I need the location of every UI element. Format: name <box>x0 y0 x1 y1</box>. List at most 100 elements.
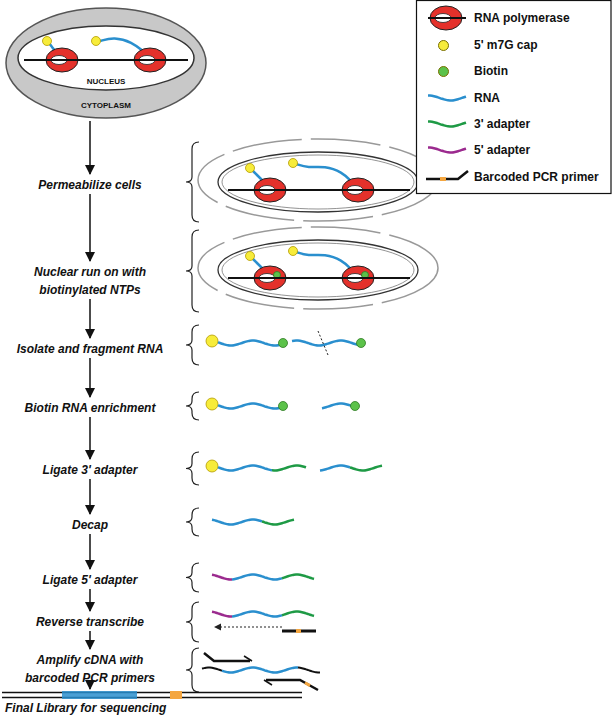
bracket <box>186 325 199 365</box>
legend-swatch <box>438 66 449 77</box>
nuclear-membrane <box>222 155 414 209</box>
flow-arrow <box>89 194 91 261</box>
step-label: Amplify cDNA with barcoded PCR primers <box>21 650 160 686</box>
dot <box>206 460 218 472</box>
rna-strand <box>100 38 144 52</box>
barcode <box>440 177 446 181</box>
dot <box>246 164 255 173</box>
step-label: Biotin RNA enrichment <box>21 398 160 416</box>
bracket <box>186 452 199 485</box>
flow-arrow <box>89 299 91 338</box>
flow-arrow <box>89 589 91 611</box>
cell-membrane <box>198 227 438 309</box>
step-text: NUCLEUS <box>87 77 126 87</box>
dot <box>289 247 298 256</box>
dot <box>43 37 52 46</box>
strand <box>292 341 358 346</box>
strand <box>212 575 232 580</box>
primer-sample <box>426 171 468 179</box>
strand <box>212 612 232 617</box>
strand <box>282 575 314 579</box>
bracket <box>186 648 199 692</box>
step-text: Nuclear run on with biotinylated NTPs <box>34 265 146 297</box>
strand <box>232 575 282 580</box>
flow-arrow <box>89 417 91 459</box>
line <box>428 17 466 19</box>
flow-arrow <box>89 631 91 649</box>
flow-arrow <box>89 479 91 514</box>
strand <box>218 341 280 346</box>
pcr-primer <box>244 656 252 661</box>
dot <box>289 159 298 168</box>
dot <box>246 252 255 261</box>
flow-arrow <box>89 121 91 174</box>
strand <box>218 404 280 409</box>
step-text: Isolate and fragment RNA <box>17 342 164 356</box>
bracket <box>186 230 199 312</box>
cytoplasm-outline <box>6 8 206 118</box>
cell-membrane <box>198 139 438 221</box>
line <box>2 692 302 694</box>
bracket <box>186 563 199 592</box>
strand <box>262 520 294 525</box>
step-label: Nuclear run on with biotinylated NTPs <box>30 262 151 298</box>
strand <box>202 668 222 671</box>
legend-label: RNA polymerase <box>474 10 570 26</box>
step-text: Biotin RNA enrichment <box>25 401 156 415</box>
strand <box>282 612 314 616</box>
dot <box>357 339 366 348</box>
step-text: Reverse transcribe <box>36 615 144 629</box>
nuclear-membrane <box>222 243 414 297</box>
strand <box>232 612 282 617</box>
step-text: Permeabilize cells <box>38 178 141 192</box>
step-text: Ligate 3' adapter <box>43 463 138 477</box>
line <box>220 626 282 627</box>
legend-swatch <box>438 40 449 51</box>
dot <box>92 37 101 46</box>
pcr-primer <box>264 680 272 685</box>
legend-label: 3' adapter <box>474 116 530 132</box>
step-label: Isolate and fragment RNA <box>13 339 168 357</box>
rna-strand <box>296 164 352 182</box>
step-text: CYTOPLASM <box>81 101 131 111</box>
bracket <box>186 392 199 420</box>
legend-label: Barcoded PCR primer <box>474 169 599 185</box>
strand <box>272 466 306 471</box>
nucleus-region: NUCLEUS <box>16 24 196 92</box>
nuclear-membrane <box>218 152 418 212</box>
step-label: Permeabilize cells <box>34 175 146 193</box>
legend-label: RNA <box>474 90 500 106</box>
strand <box>212 520 262 525</box>
strand <box>222 668 298 673</box>
nuclear-membrane <box>218 240 418 300</box>
library-step: Final Library for sequencing <box>2 690 302 715</box>
line <box>228 189 410 191</box>
step-label: Ligate 5' adapter <box>39 570 142 588</box>
dot <box>351 402 360 411</box>
strand <box>320 466 350 471</box>
step-text: Ligate 5' adapter <box>43 573 138 587</box>
strand <box>350 466 382 471</box>
dot <box>206 335 218 347</box>
line <box>2 697 302 699</box>
cytoplasm-region: CYTOPLASM NUCLEUS <box>4 6 208 120</box>
legend-label: 5' m7G cap <box>474 37 538 53</box>
step-label: Ligate 3' adapter <box>39 460 142 478</box>
barcode <box>296 629 301 633</box>
strand <box>218 466 272 471</box>
dot <box>206 398 218 410</box>
strand <box>428 148 466 153</box>
dot <box>279 402 288 411</box>
step-text: Amplify cDNA with barcoded PCR primers <box>25 653 155 685</box>
strand <box>428 96 466 101</box>
flow-arrow <box>89 358 91 397</box>
line <box>228 277 410 279</box>
illustration <box>186 139 438 692</box>
bracket <box>186 508 199 536</box>
pcr-primer <box>204 653 250 661</box>
legend-label: Biotin <box>474 63 508 79</box>
step-label: Reverse transcribe <box>32 612 149 630</box>
strand <box>298 668 320 673</box>
step-text: Decap <box>72 518 108 532</box>
